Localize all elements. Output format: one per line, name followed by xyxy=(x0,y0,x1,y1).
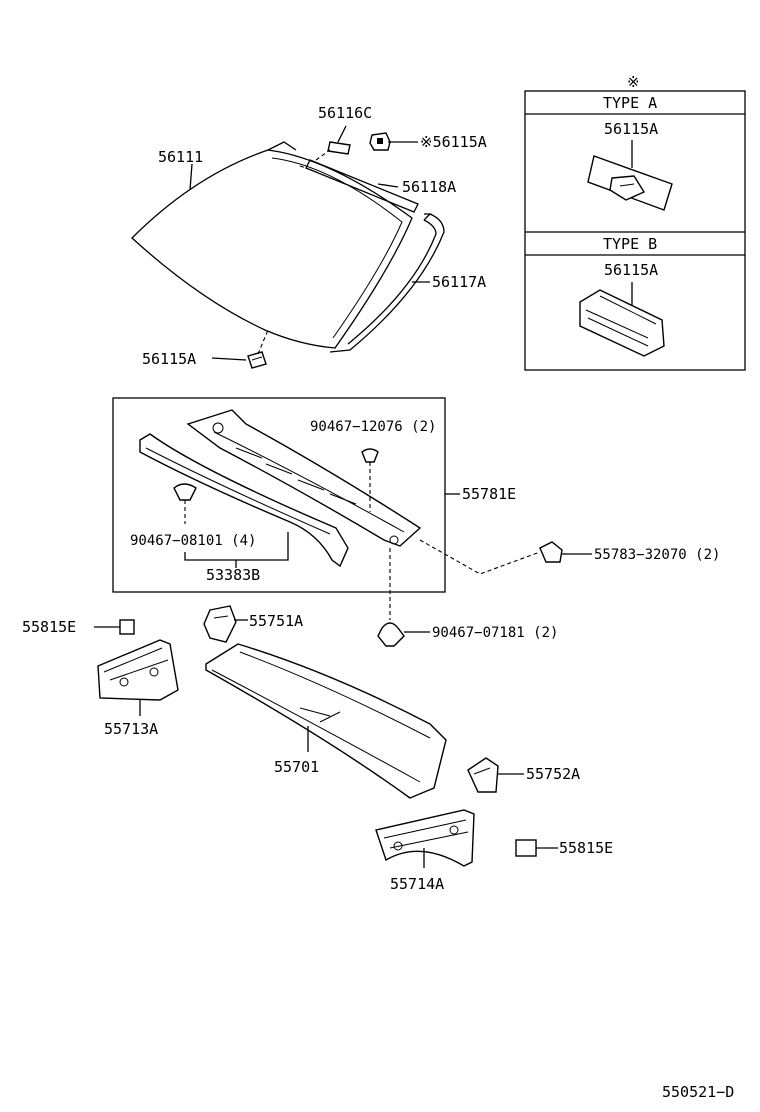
label-56111: 56111 xyxy=(158,148,203,166)
windshield-glass xyxy=(131,141,413,349)
label-55751A: 55751A xyxy=(249,612,303,630)
dash-clip-top xyxy=(315,149,331,161)
type-b-clip xyxy=(579,289,665,357)
cowl-ventilator-louver xyxy=(186,409,422,547)
windshield-molding-top xyxy=(299,159,419,213)
clip-56116C-part xyxy=(327,141,351,155)
clip-55783-32070-part xyxy=(539,541,563,563)
bracket-55752A-part xyxy=(467,757,499,793)
label-55781E: 55781E xyxy=(462,485,516,503)
label-55752A: 55752A xyxy=(526,765,580,783)
type-a-part-label: 56115A xyxy=(604,120,658,138)
clip-56115A-bottom-part xyxy=(247,351,267,369)
cowl-louver-lower xyxy=(139,433,349,568)
clip-55815E-right-part xyxy=(515,839,537,857)
label-56117A: 56117A xyxy=(432,273,486,291)
type-b-title: TYPE B xyxy=(603,235,657,253)
type-b-part-label: 56115A xyxy=(604,261,658,279)
cowl-assembly-box xyxy=(112,397,446,593)
label-56118A: 56118A xyxy=(402,178,456,196)
label-90467-12076: 90467−12076 (2) xyxy=(310,419,436,435)
type-a-clip xyxy=(587,155,673,211)
bracket-55751A-part xyxy=(203,605,237,643)
type-inset-box: ※ TYPE A 56115A TYPE B 56115A xyxy=(524,73,746,371)
leader-56111 xyxy=(189,163,193,191)
diagram-code: 550521−D xyxy=(662,1083,734,1101)
leader-56115A-bottom xyxy=(211,357,247,361)
leader-56116C xyxy=(337,125,347,143)
dash-clip-55783 xyxy=(419,539,541,575)
cowl-top-panel-55701-part xyxy=(205,643,447,799)
label-56116C: 56116C xyxy=(318,104,372,122)
label-55713A: 55713A xyxy=(104,720,158,738)
label-55783-32070: 55783−32070 (2) xyxy=(594,547,720,563)
label-55714A: 55714A xyxy=(390,875,444,893)
clip-55815E-left-part xyxy=(119,619,135,635)
clip-90467-07181-part xyxy=(377,622,405,647)
clip-90467-08101-part xyxy=(173,483,197,524)
side-bracket-55714A-part xyxy=(375,809,475,867)
label-56115A-top: ※56115A xyxy=(420,133,487,151)
label-90467-08101: 90467−08101 (4) xyxy=(130,533,256,549)
label-90467-07181: 90467−07181 (2) xyxy=(432,625,558,641)
label-55815E-right: 55815E xyxy=(559,839,613,857)
dash-clip-bottom xyxy=(257,329,269,355)
clip-90467-12076-part xyxy=(361,448,379,463)
leader-56118A xyxy=(377,183,399,188)
label-56115A-bottom: 56115A xyxy=(142,350,196,368)
type-a-title: TYPE A xyxy=(603,94,657,112)
inset-mark: ※ xyxy=(627,73,640,91)
side-bracket-55713A-part xyxy=(97,639,179,701)
windshield-molding-side xyxy=(329,213,445,353)
label-53383B: 53383B xyxy=(206,566,260,584)
label-55701: 55701 xyxy=(274,758,319,776)
label-55815E-left: 55815E xyxy=(22,618,76,636)
clip-56115A-top-part xyxy=(369,132,391,151)
